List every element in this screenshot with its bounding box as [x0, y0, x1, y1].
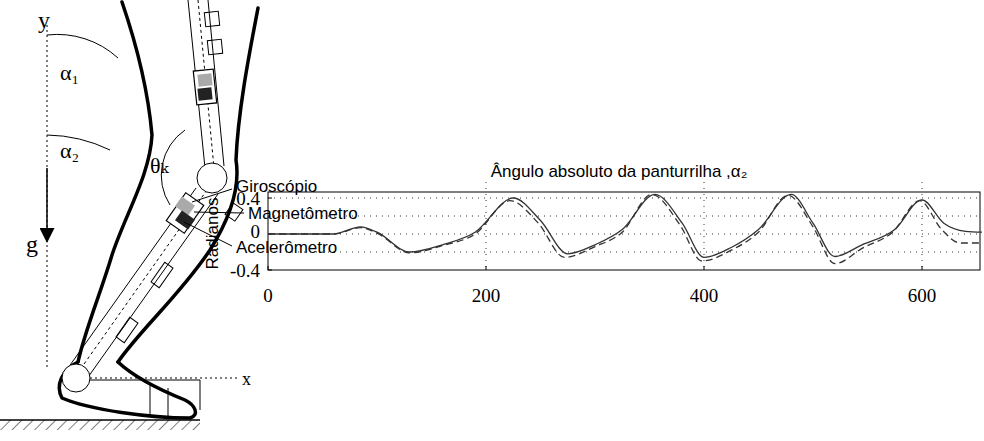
grid-line: [268, 252, 980, 253]
angle-symbol: α₁: [60, 62, 79, 84]
tick-label: 0: [263, 286, 273, 305]
axis-letter: g: [26, 232, 38, 256]
tick-label: 200: [472, 286, 501, 305]
leg-outline: [59, 2, 258, 418]
chart-title: Ângulo absoluto da panturrilha ,α₂: [491, 163, 748, 180]
angle-chart: [268, 182, 982, 270]
sensor-name: Acelerômetro: [236, 239, 337, 256]
axis-letter: x: [242, 370, 251, 388]
tick: [268, 198, 272, 199]
shank-sensor: [166, 193, 204, 233]
tick: [268, 266, 269, 270]
tick-label: 0: [251, 222, 261, 241]
tick-label: -0.4: [230, 261, 260, 280]
tick-label: 0.4: [236, 189, 260, 208]
grid-line: [268, 234, 980, 235]
axis-letter: y: [38, 8, 50, 32]
tick: [268, 270, 272, 271]
grid-line: [268, 216, 980, 217]
ground-hatching: [0, 420, 200, 430]
grid-line: [486, 182, 487, 270]
reference-curve: [268, 194, 982, 257]
tick: [922, 266, 923, 270]
sensor-name: Magnetômetro: [248, 205, 358, 222]
exoskeleton: [62, 0, 243, 418]
ground-line: [0, 419, 200, 421]
angle-symbol: θₖ: [150, 155, 169, 177]
thigh-sensor: [193, 69, 216, 105]
tick-label: 600: [908, 286, 937, 305]
grid-line: [268, 198, 980, 199]
tick: [704, 266, 705, 270]
tick: [486, 266, 487, 270]
grid-line: [922, 182, 923, 270]
tick-label: 400: [690, 286, 719, 305]
estimated-curve: [268, 194, 982, 263]
axis-title: Radianos: [204, 197, 221, 269]
angle-symbol: α₂: [60, 140, 79, 162]
